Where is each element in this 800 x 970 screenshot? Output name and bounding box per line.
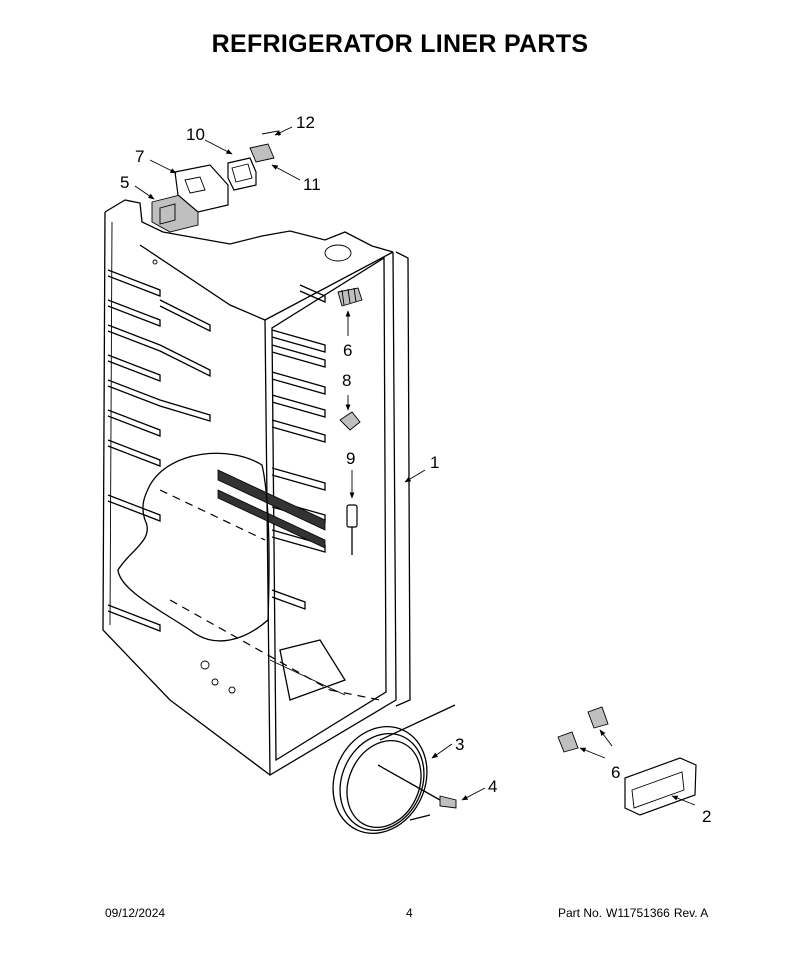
thermistor-part-9 [346, 504, 358, 555]
light-socket-part-6-lower [557, 706, 609, 753]
housing-part-10 [227, 157, 257, 191]
clip-part-8 [339, 411, 361, 431]
left-shelf-rails [107, 269, 211, 632]
revision: Rev. A [673, 906, 709, 920]
water-tube-part-3 [332, 704, 456, 835]
callout-2: 2 [702, 807, 711, 826]
part-label: Part No. [558, 906, 603, 920]
callout-9: 9 [346, 449, 355, 468]
clip-part-12 [261, 130, 280, 137]
callout-1: 1 [430, 453, 439, 472]
callout-6-lower: 6 [611, 763, 620, 782]
screw-part-4 [377, 764, 457, 809]
page-title: REFRIGERATOR LINER PARTS [211, 30, 589, 58]
callout-6-upper: 6 [343, 341, 352, 360]
callout-5: 5 [120, 173, 129, 192]
right-shelf-rails [271, 284, 326, 610]
callout-3: 3 [455, 735, 464, 754]
callout-8: 8 [342, 371, 351, 390]
callout-4: 4 [488, 777, 497, 796]
part-number: W11751366 [606, 906, 670, 920]
footer-date: 09/12/2024 [105, 906, 166, 920]
callout-12: 12 [296, 113, 315, 132]
footer-page-number: 4 [406, 906, 413, 920]
light-cover-part-2 [624, 757, 697, 816]
light-socket-part-6 [337, 287, 363, 307]
callout-10: 10 [186, 125, 205, 144]
control-board-part-7 [174, 164, 229, 213]
callout-7: 7 [135, 147, 144, 166]
refrigerator-liner [102, 199, 411, 777]
connector-part-11 [249, 143, 275, 163]
leader-lines [134, 126, 696, 806]
callout-11: 11 [303, 175, 321, 194]
